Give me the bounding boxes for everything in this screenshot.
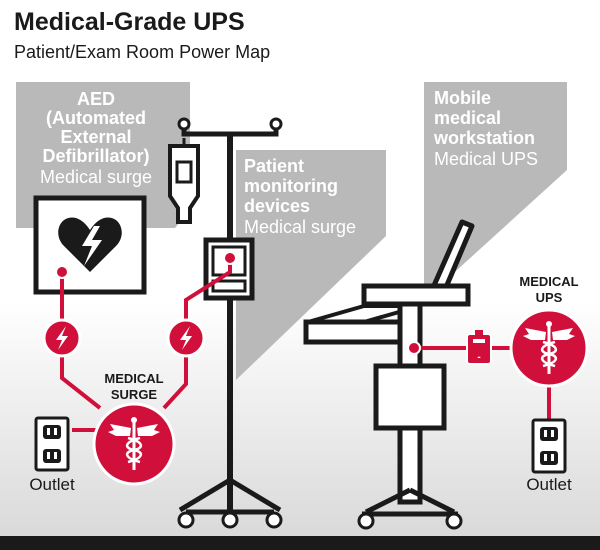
surge-badge-aed bbox=[42, 318, 82, 358]
monitor-connection-dot bbox=[223, 251, 237, 265]
workstation-label-line3: workstation bbox=[433, 128, 535, 148]
ups-unit-label-line1: MEDICAL bbox=[519, 274, 578, 289]
floor-line bbox=[0, 536, 600, 550]
lightning-icon bbox=[82, 226, 102, 266]
mobile-workstation bbox=[303, 219, 475, 530]
aed-label-line3: External bbox=[60, 127, 131, 147]
outlet-right: Outlet bbox=[526, 418, 572, 494]
page-subtitle: Patient/Exam Room Power Map bbox=[14, 42, 271, 62]
monitor-label-line2: monitoring bbox=[244, 176, 338, 196]
page-title: Medical-Grade UPS bbox=[14, 8, 245, 36]
workstation-label-line1: Mobile bbox=[434, 88, 491, 108]
battery-badge: - bbox=[466, 330, 492, 365]
aed-label-line2: (Automated bbox=[46, 108, 146, 128]
iv-bag-icon bbox=[168, 138, 200, 224]
aed-label-panel bbox=[16, 82, 190, 228]
lightning-icon bbox=[180, 326, 192, 350]
aed-device bbox=[33, 195, 147, 295]
battery-icon bbox=[473, 339, 485, 343]
monitor-label-line3: devices bbox=[244, 196, 310, 216]
outlet-icon bbox=[34, 416, 70, 472]
medical-surge-unit: MEDICAL SURGE bbox=[92, 371, 176, 486]
aed-connection-dot bbox=[55, 265, 69, 279]
outlet-left-label: Outlet bbox=[29, 475, 75, 494]
workstation-connection-dot bbox=[407, 341, 421, 355]
surge-unit-label-line1: MEDICAL bbox=[104, 371, 163, 386]
monitor-label-line1: Patient bbox=[244, 156, 304, 176]
ups-unit-label-line2: UPS bbox=[536, 290, 563, 305]
monitor-protection: Medical surge bbox=[244, 217, 356, 237]
outlet-left: Outlet bbox=[29, 416, 75, 494]
aed-label-line1: AED bbox=[77, 89, 115, 109]
lightning-icon bbox=[56, 326, 68, 350]
workstation-protection: Medical UPS bbox=[434, 149, 538, 169]
surge-unit-label-line2: SURGE bbox=[111, 387, 158, 402]
floor-shadow bbox=[0, 300, 600, 540]
aed-protection: Medical surge bbox=[40, 167, 152, 187]
workstation-label-line2: medical bbox=[434, 108, 501, 128]
aed-label-line4: Defibrillator) bbox=[42, 146, 149, 166]
outlet-right-label: Outlet bbox=[526, 475, 572, 494]
medical-ups-unit: MEDICAL UPS bbox=[509, 274, 589, 388]
outlet-icon bbox=[531, 418, 567, 474]
monitor-label-panel bbox=[236, 150, 386, 380]
surge-badge-monitor bbox=[166, 318, 206, 358]
iv-pole bbox=[177, 117, 283, 529]
svg-text:-: - bbox=[477, 352, 480, 363]
